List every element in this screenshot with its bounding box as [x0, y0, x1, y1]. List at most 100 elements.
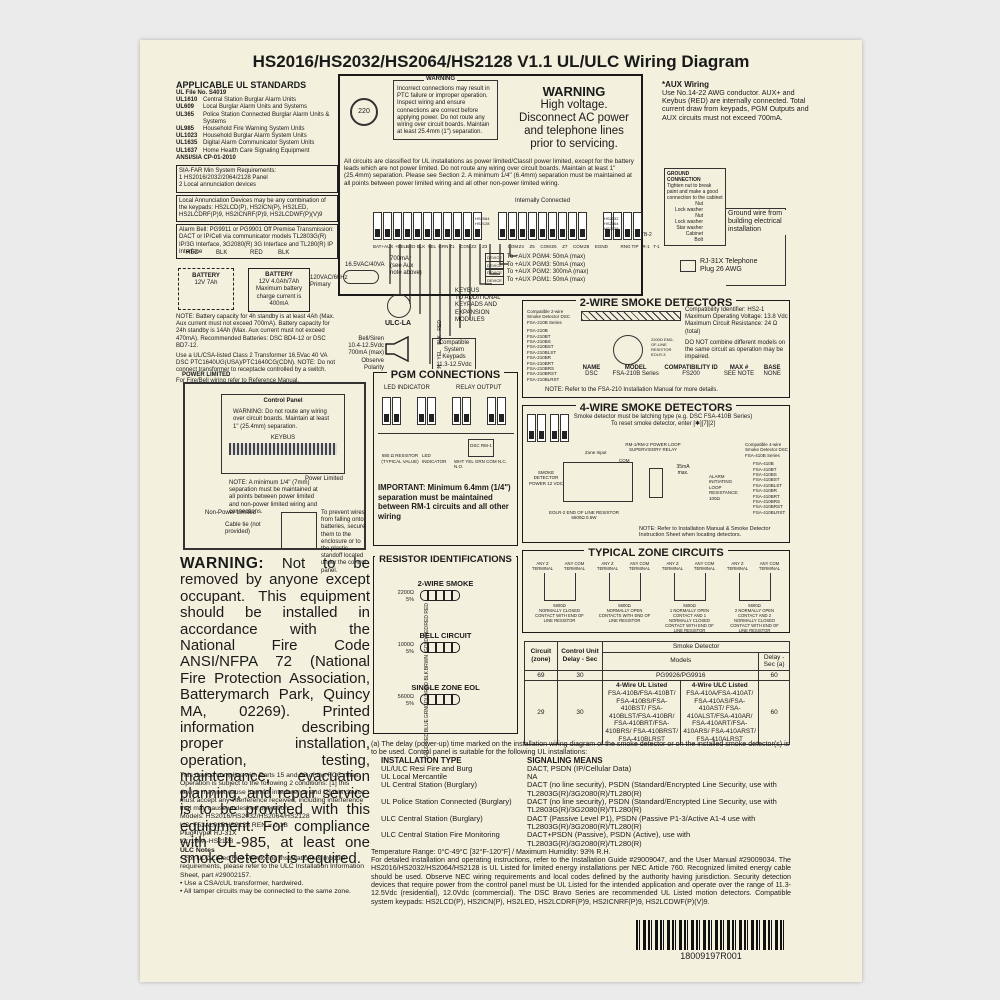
ulc-note: • For ULC Listed Fire Monitoring Install… [180, 854, 364, 879]
alarm-box: Alarm Bell: PG9911 or PG9901 Off Premise… [176, 224, 338, 260]
compat-col-header: COMPATIBILITY ID [664, 365, 718, 371]
model-item: FSA-410BRS [753, 499, 781, 505]
terminal-label: Z6 [551, 244, 557, 249]
two-wire-note: NOTE: Refer to the FSA-210 Installation … [545, 387, 719, 393]
fcc-line: IC: 160A-HS2128 [180, 838, 234, 846]
terminal-label: R-1 [642, 244, 650, 249]
resistor-icon [420, 590, 460, 601]
zone-description: 2 NORMALLY OPEN CONTACT AND 2 NORMALLY C… [730, 608, 779, 633]
ulc-models: FSA-410A/FSA-410AT/ FSA-410AS/FSA-410AST… [683, 689, 757, 743]
ground-heading: GROUND CONNECTION [667, 171, 701, 183]
terminal-label: +BELL- [394, 244, 410, 249]
terminal-screw [518, 212, 527, 240]
model-item: FSA-410B [753, 461, 774, 467]
terminal-label: BLK [416, 244, 426, 249]
eol-resistor-label: 5600Ω [618, 603, 631, 608]
ul-code: UL365 [176, 111, 195, 118]
compat-col-header: BASE [763, 365, 781, 371]
barcode-number: 18009197R001 [680, 951, 742, 961]
model-item: FSA-410BRST [753, 504, 783, 510]
warning-text: Not to be removed by anyone except occup… [180, 555, 370, 868]
alarm-loop-label: ALARM INITIATING LOOP RESISTANCE: 100Ω [709, 474, 739, 501]
fcc-notice: This device complies with Parts 15 and 6… [180, 772, 370, 896]
model-item: FSA-410BR [753, 488, 778, 494]
smoke-detector-icon [613, 335, 643, 365]
device-box: DEVICE [485, 275, 504, 285]
model-item: FSA-210BRST [527, 371, 557, 377]
terminal-screw [373, 212, 382, 240]
ansi: ANSI/SIA CP-01-2010 [176, 154, 236, 161]
signaling-means: DACT (Passive Level P1), PSDN (Passive P… [527, 813, 756, 831]
ul-desc: Central Station Burglar Alarm Units [203, 97, 297, 104]
model-item: FSA-210BST [527, 344, 554, 350]
model-item: FSA-410BRT [753, 493, 780, 499]
resistor-heading: RESISTOR IDENTIFICATIONS [375, 554, 516, 565]
cell: 60 [758, 669, 790, 682]
rj31x-plug-icon [680, 260, 696, 272]
cell: PG9926/PG9916 [602, 669, 760, 682]
signaling-means: DACT+PSDN (Passive), PSDN (Active), use … [527, 830, 691, 848]
hv-line: Disconnect AC power [519, 112, 629, 124]
installation-type: UL Central Station (Burglary) [381, 780, 478, 790]
terminal-screw [383, 212, 392, 240]
ulc-la-icon [387, 294, 411, 318]
terminal-label: Z2 [471, 244, 477, 249]
com-label: COM [619, 458, 630, 463]
cell: 29 [524, 680, 558, 746]
installation-type-header: INSTALLATION TYPE [381, 755, 462, 765]
terminal-label: COM [507, 244, 519, 249]
table-row: 69 30 PG9926/PG9916 60 [524, 669, 790, 682]
transformer-icon [343, 270, 379, 284]
ground-connection-box: GROUND CONNECTION Tighten nut to break p… [664, 168, 726, 246]
terminal-label: TIP [631, 244, 639, 249]
rj31x-label: RJ-31X Telephone Plug 26 AWG [700, 258, 758, 274]
value: 1000Ω [397, 642, 414, 648]
col-smoke-detector: Smoke Detector [602, 641, 790, 653]
sia-line: SIA-FAR Min System Requirements: [179, 168, 277, 175]
ul-desc: Household Fire Warning System Units [203, 126, 305, 133]
battery-label: BATTERY [265, 272, 293, 278]
high-voltage-warning: WARNING High voltage. Disconnect AC powe… [510, 84, 638, 151]
eol-resistor-label: 5600Ω [748, 603, 761, 608]
aux-text: Use No.14-22 AWG conductor. AUX+ and Key… [662, 88, 809, 122]
terminal-label: Z3 [482, 244, 488, 249]
ground-part: Star washer [676, 225, 703, 231]
device-box: DEVICE [485, 260, 504, 270]
ul-desc: Local Burglar Alarm Units and Systems [203, 104, 308, 111]
two-wire-specs: Compatibility Identifier: HS2-1 Maximum … [685, 307, 789, 361]
band-label: RED [424, 614, 430, 626]
signaling-means: NA [527, 772, 538, 782]
pgm-heading: PGM CONNECTIONS [386, 369, 505, 381]
battery-notes: NOTE: Battery capacity for 4h standby is… [176, 314, 340, 385]
ul-desc: Household Burglar Alarm System Units [203, 133, 307, 140]
detector-loop-icon [581, 311, 681, 321]
do-not-note: DO NOT combine different models on the s… [685, 339, 786, 361]
ul-code: UL1023 [176, 133, 198, 140]
zones-heading: TYPICAL ZONE CIRCUITS [584, 547, 728, 559]
model-item: FSA-210BLST [527, 349, 557, 355]
compat-label: Compatible 4-wire Smoke Detector DSC FSA… [745, 442, 789, 458]
terminal-screw [578, 212, 587, 240]
four-wire-heading: 4-WIRE SMOKE DETECTORS [575, 402, 737, 414]
battery-note: Maximum battery charge current is 400mA [255, 286, 302, 307]
terminal-label: COM [460, 244, 471, 249]
zone-loop-icon [673, 573, 706, 601]
installation-info: (a) The delay (power-up) time marked on … [371, 740, 791, 906]
note-a: (a) The delay (power-up) time marked on … [371, 740, 790, 757]
ground-part: Nut [695, 213, 703, 219]
terminal-screw [433, 212, 442, 240]
ptc-icon: 220 [350, 98, 378, 126]
terminal-screw [413, 212, 422, 240]
pgm-label: To +AUX PGM1: 50mA (max) [506, 276, 586, 283]
terminal-label: T-1 [653, 244, 660, 249]
ul-title: 4-Wire UL Listed [616, 682, 668, 690]
terminal-screw [558, 212, 567, 240]
battery-red-label: RED [250, 250, 263, 256]
